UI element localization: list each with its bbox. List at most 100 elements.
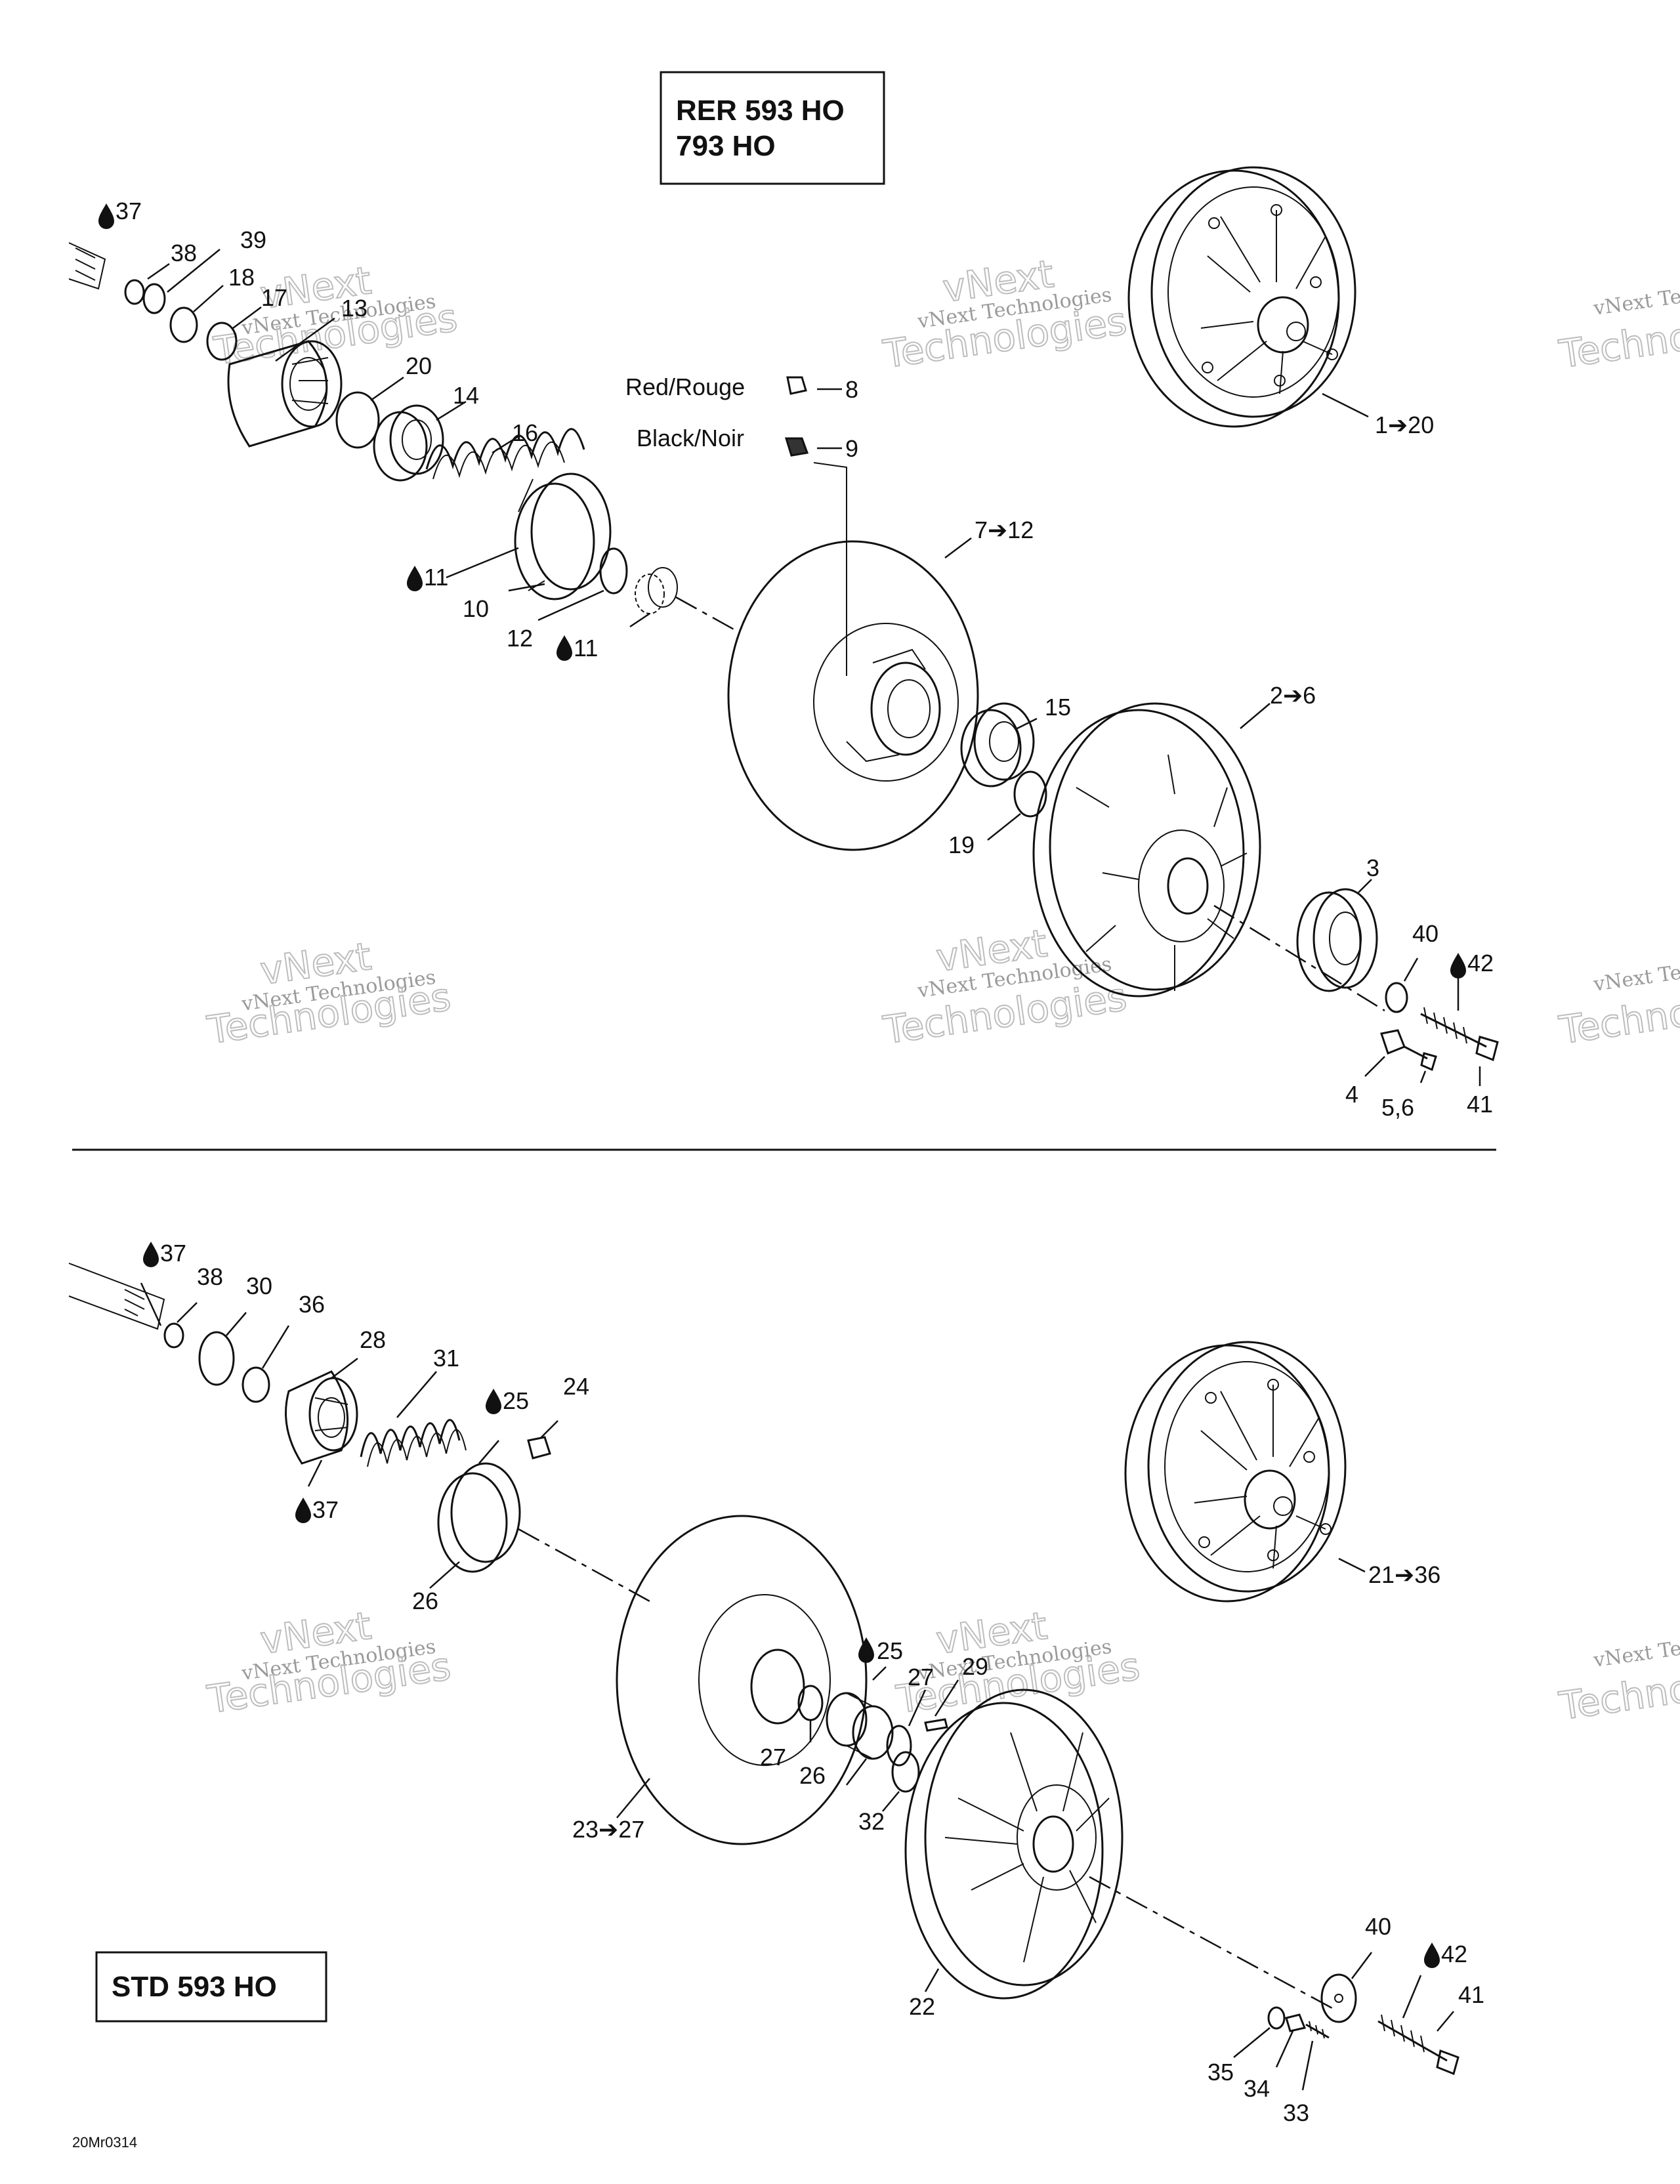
svg-text:42: 42 [1441, 1941, 1467, 1967]
oil-drop-icon [1424, 1942, 1440, 1968]
bushing-26-bottom [826, 1692, 894, 1760]
variant-box-top-line2: 793 HO [676, 130, 776, 162]
washer-38-bottom [163, 1322, 184, 1349]
label-27-upper: 27 [908, 1664, 934, 1690]
bushing-11 [635, 567, 678, 614]
label-5-6: 5,6 [1381, 1094, 1414, 1121]
shaft-end-bottom [68, 1263, 165, 1330]
label-16: 16 [512, 419, 538, 446]
label-37-bottom-top: 37 [143, 1240, 186, 1267]
oil-drop-icon [143, 1242, 159, 1267]
label-14: 14 [453, 382, 479, 409]
label-36: 36 [299, 1291, 325, 1318]
label-34: 34 [1244, 2075, 1270, 2102]
label-7-12: 7➔12 [975, 516, 1034, 543]
label-41-top: 41 [1467, 1091, 1493, 1118]
oil-drop-icon [98, 203, 114, 229]
label-12: 12 [507, 625, 533, 652]
watermark: vNext Technologies vNext Technologies [879, 920, 1129, 1053]
label-18: 18 [228, 264, 255, 291]
legend-black-text: Black/Noir [637, 425, 744, 452]
ring-18 [169, 306, 198, 343]
label-2-6: 2➔6 [1270, 682, 1316, 709]
svg-text:37: 37 [160, 1240, 186, 1267]
sliding-half-23 [616, 1515, 868, 1845]
label-23-27: 23➔27 [572, 1816, 644, 1843]
label-38-bottom: 38 [197, 1263, 223, 1290]
top-assembly [68, 166, 1499, 1072]
svg-text:11: 11 [574, 635, 598, 662]
watermark: vNext Technologies Technologies [1555, 1622, 1680, 1729]
watermark: vNext Technologies Technologies [1555, 270, 1680, 377]
label-4: 4 [1345, 1081, 1358, 1108]
watermark: vNext Technologies vNext Technologies [203, 1603, 453, 1723]
bottom-labels: 37 38 30 36 28 31 25 24 37 26 23➔27 25 2… [143, 1240, 1484, 2126]
legend-red-ref: 8 [845, 376, 858, 403]
oil-drop-icon [858, 1637, 874, 1663]
cam-28 [285, 1370, 358, 1465]
label-26-left: 26 [412, 1587, 438, 1614]
top-labels: 37 38 39 18 17 13 20 14 16 11 10 12 11 R… [98, 198, 1494, 1121]
oil-drop-icon [1450, 953, 1466, 978]
label-11-left: 11 [407, 564, 448, 591]
svg-text:25: 25 [503, 1387, 529, 1414]
bolt-41-bottom [1377, 2014, 1460, 2076]
svg-text:vNext Technologies: vNext Technologies [1591, 946, 1680, 996]
label-17: 17 [261, 284, 287, 311]
watermark: vNext Technologies Technologies [1555, 946, 1680, 1053]
label-13: 13 [341, 295, 368, 322]
bottom-assembly [68, 1263, 1460, 2076]
fixed-half-2 [1032, 702, 1261, 998]
oil-drop-icon [295, 1498, 311, 1523]
oil-drop-icon [407, 566, 423, 591]
label-15: 15 [1045, 694, 1071, 721]
spring-16 [425, 428, 585, 480]
cam-13 [227, 340, 343, 448]
screw-5-6 [1404, 1045, 1437, 1072]
washer-32 [891, 1751, 920, 1793]
label-31: 31 [433, 1345, 459, 1372]
washer-36 [242, 1366, 270, 1403]
cap-3 [1296, 888, 1378, 992]
bolt-41 [1420, 1007, 1499, 1062]
label-38: 38 [171, 240, 197, 266]
svg-text:37: 37 [312, 1496, 339, 1523]
svg-text:vNext Technologies: vNext Technologies [1591, 1622, 1680, 1672]
label-25-mid: 25 [858, 1637, 903, 1664]
insert-black-9 [784, 437, 809, 457]
oil-drop-icon [556, 635, 572, 661]
legend-black-ref: 9 [845, 435, 858, 462]
ring-12 [599, 547, 628, 595]
spring-31 [360, 1419, 467, 1467]
label-42-bottom: 42 [1424, 1941, 1467, 1968]
axis-line-bottom [518, 1528, 650, 1603]
sliding-half-7 [727, 540, 979, 851]
insert-guide-line [813, 462, 847, 676]
cover-10 [514, 472, 612, 600]
variant-box-top: RER 593 HO 793 HO [660, 71, 885, 185]
shaft-end [68, 242, 106, 290]
legend-black-noir: Black/Noir 9 [637, 425, 858, 462]
nut-34 [1285, 2013, 1307, 2032]
watermark: vNext Technologies vNext Technologies [879, 251, 1129, 377]
top-leaders [147, 249, 1481, 1086]
circlip-30 [198, 1331, 235, 1386]
label-24: 24 [563, 1373, 589, 1400]
nut-4 [1380, 1029, 1406, 1055]
label-1-20: 1➔20 [1375, 411, 1434, 438]
label-22: 22 [909, 1993, 935, 2020]
label-20: 20 [406, 352, 432, 379]
key-29 [924, 1718, 948, 1732]
ring-27-left [797, 1685, 824, 1721]
oil-drop-icon [486, 1389, 501, 1414]
ring-17 [206, 322, 238, 361]
washer-38 [124, 279, 145, 305]
label-39: 39 [240, 226, 266, 253]
label-30: 30 [246, 1272, 272, 1299]
watermark: vNext Technologies vNext Technologies [203, 933, 453, 1053]
screw-33 [1305, 2021, 1330, 2039]
cover-26 [437, 1462, 521, 1573]
axis-line [675, 596, 736, 631]
label-10: 10 [463, 595, 489, 622]
label-28: 28 [360, 1326, 386, 1353]
